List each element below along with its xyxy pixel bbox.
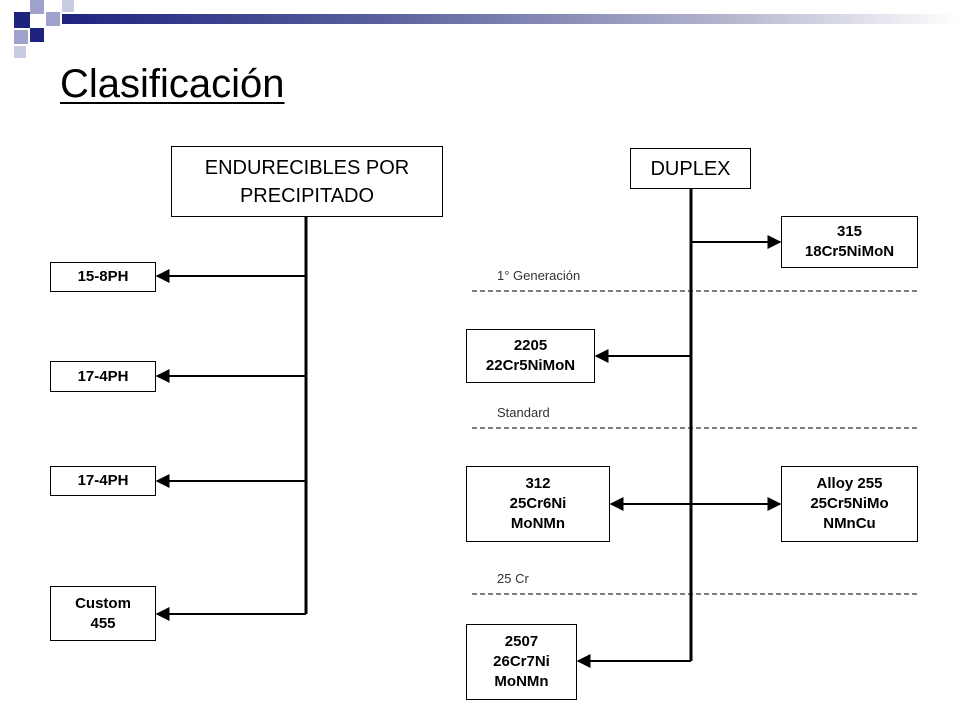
box-2507-text: 2507 26Cr7Ni MoNMn [493, 633, 550, 690]
box-315-text: 315 18Cr5NiMoN [804, 223, 895, 260]
page-title: Clasificación [60, 62, 285, 106]
box-custom-455-text: Custom 455 [75, 594, 131, 632]
decor-square-light-2 [46, 12, 60, 26]
header-duplex-text: DUPLEX [650, 157, 731, 180]
header-endurecibles: ENDURECIBLES POR PRECIPITADO [171, 146, 443, 217]
box-312: 312 25Cr6Ni MoNMn [466, 466, 610, 542]
decor-square-light-5 [14, 46, 26, 58]
box-17-4ph-a: 17-4PH [50, 361, 156, 392]
box-2205: 2205 22Cr5NiMoN [466, 329, 595, 383]
decor-square-light-1 [30, 0, 44, 14]
box-15-8ph-text: 15-8PH [77, 268, 129, 285]
box-17-4ph-b-text: 17-4PH [77, 472, 129, 489]
label-25cr: 25 Cr [497, 571, 529, 586]
box-15-8ph: 15-8PH [50, 262, 156, 292]
box-custom-455: Custom 455 [50, 586, 156, 641]
header-gradient-bar [62, 14, 960, 24]
box-alloy-255-text: Alloy 255 25Cr5NiMo NMnCu [810, 475, 889, 532]
header-endurecibles-text: ENDURECIBLES POR PRECIPITADO [204, 156, 410, 207]
decor-square-light-4 [62, 0, 74, 12]
decor-square-light-3 [14, 30, 28, 44]
header-duplex: DUPLEX [630, 148, 751, 189]
decor-square-dark-1 [14, 12, 30, 28]
box-2507: 2507 26Cr7Ni MoNMn [466, 624, 577, 700]
label-standard: Standard [497, 405, 550, 420]
box-17-4ph-b: 17-4PH [50, 466, 156, 496]
decor-square-dark-2 [30, 28, 44, 42]
box-312-text: 312 25Cr6Ni MoNMn [509, 475, 567, 532]
label-gen1: 1° Generación [497, 268, 581, 283]
box-17-4ph-a-text: 17-4PH [77, 367, 129, 385]
box-315: 315 18Cr5NiMoN [781, 216, 918, 268]
box-alloy-255: Alloy 255 25Cr5NiMo NMnCu [781, 466, 918, 542]
box-2205-text: 2205 22Cr5NiMoN [485, 337, 576, 374]
